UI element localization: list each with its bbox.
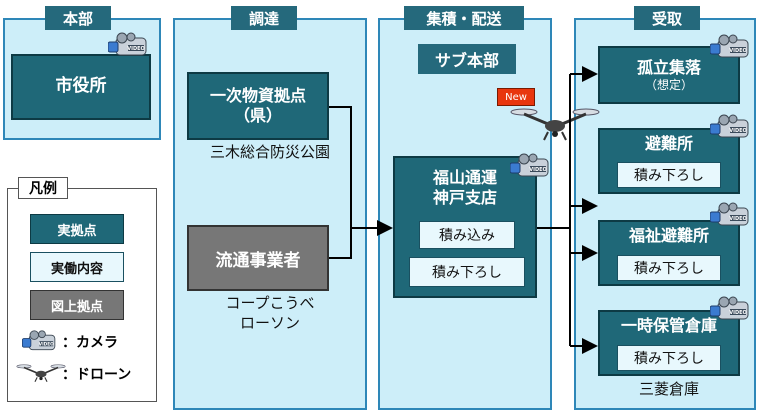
camera-icon [710, 202, 756, 230]
legend-drone-label: ：ドローン [62, 367, 132, 383]
node-primary-supply-base: 一次物資拠点 （県） [187, 72, 329, 140]
camera-icon [710, 296, 756, 324]
legend-real-base: 実拠点 [30, 214, 124, 244]
welfare-shelter-unloading: 積み下ろし [617, 255, 721, 281]
node-fukuyama-line2: 神戸支店 [432, 188, 497, 207]
activity-unloading: 積み下ろし [409, 257, 525, 287]
node-distributor: 流通事業者 [187, 225, 329, 291]
caption-coop-lawson: コープこうべ ローソン [178, 294, 362, 333]
header-choutatsu: 調達 [231, 6, 297, 30]
header-honbu: 本部 [45, 6, 111, 30]
node-primary-supply-base-line1: 一次物資拠点 [209, 86, 306, 105]
legend-paper-base: 図上拠点 [30, 290, 124, 320]
node-isolated-village-line2: （想定） [644, 77, 693, 92]
camera-icon [710, 34, 756, 62]
header-shuuseki: 集積・配送 [404, 6, 524, 30]
node-temp-warehouse-label: 一時保管倉庫 [620, 316, 717, 335]
legend-drone-icon [16, 362, 66, 384]
camera-icon [710, 114, 756, 142]
node-shelter-label: 避難所 [644, 134, 693, 153]
drone-icon [510, 104, 600, 144]
legend-camera-label: ：カメラ [62, 335, 118, 351]
node-isolated-village-line1: 孤立集落 [636, 57, 701, 77]
activity-loading: 積み込み [419, 221, 515, 249]
camera-icon [108, 32, 154, 60]
new-badge: New [497, 88, 535, 106]
legend-real-activity: 実働内容 [30, 252, 124, 282]
node-isolated-village: 孤立集落 （想定） [598, 46, 740, 104]
camera-icon [510, 153, 556, 181]
legend-title: 凡例 [18, 177, 68, 199]
caption-mitsubishi: 三菱倉庫 [638, 380, 699, 398]
node-welfare-shelter-label: 福祉避難所 [628, 226, 709, 245]
shelter-unloading: 積み下ろし [617, 162, 721, 188]
header-juryo: 受取 [634, 6, 700, 30]
legend-camera-icon [22, 330, 62, 354]
caption-lawson: ローソン [239, 313, 300, 332]
warehouse-unloading: 積み下ろし [617, 345, 721, 371]
caption-miki-park: 三木総合防災公園 [209, 143, 330, 161]
node-primary-supply-base-line2: （県） [233, 106, 282, 125]
node-fukuyama-line1: 福山通運 [432, 168, 497, 187]
caption-coop: コープこうべ [225, 294, 315, 312]
node-city-hall: 市役所 [11, 54, 151, 120]
subhead-sub-hq: サブ本部 [418, 44, 516, 74]
